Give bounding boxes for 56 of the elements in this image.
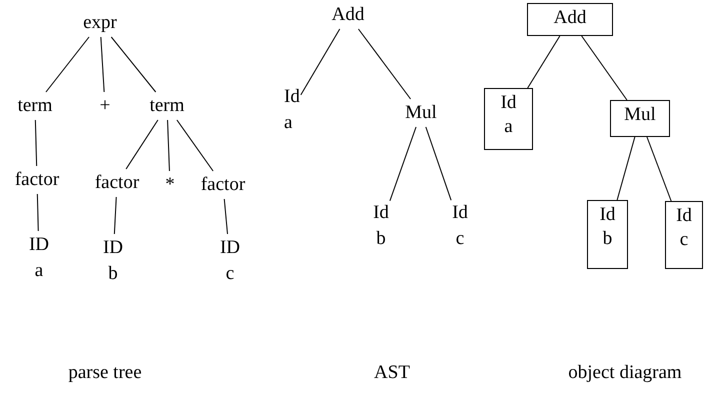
node-label: Id: [284, 85, 300, 109]
node-label: b: [107, 262, 119, 286]
tree-edge: [110, 36, 156, 92]
tree-node-label: expr: [83, 10, 117, 36]
node-label: c: [224, 262, 236, 286]
diagram-caption: AST: [374, 362, 410, 384]
node-label: Id: [675, 204, 693, 228]
tree-edge: [358, 28, 412, 100]
node-label: Add: [552, 6, 588, 30]
object-box: [527, 3, 613, 36]
node-label: Id: [452, 201, 468, 225]
diagram-caption: parse tree: [68, 362, 142, 384]
object-box: [587, 200, 628, 269]
object-box: [484, 88, 533, 150]
object-box: [665, 201, 703, 269]
tree-node-label: term: [150, 93, 184, 119]
tree-node-label: *: [165, 172, 175, 198]
node-label: Id: [500, 91, 518, 115]
node-label: Mul: [623, 103, 657, 127]
node-label: c: [454, 227, 466, 251]
tree-node-label: Add: [332, 2, 364, 28]
node-label: ID: [220, 236, 240, 260]
tree-edge: [100, 36, 105, 92]
tree-edge: [646, 136, 672, 202]
tree-node-label: +: [100, 93, 110, 119]
tree-edge: [176, 120, 214, 172]
tree-edge: [126, 120, 158, 170]
node-label: c: [678, 228, 690, 252]
node-label: a: [34, 259, 44, 283]
object-box: [610, 100, 670, 137]
node-label: b: [375, 227, 387, 251]
tree-node-label: factor: [200, 172, 246, 198]
tree-node-label: factor: [14, 167, 60, 193]
node-label: ID: [102, 236, 124, 260]
tree-edge: [300, 28, 340, 96]
tree-edge: [114, 196, 117, 234]
tree-edge: [224, 198, 228, 234]
node-label: Id: [598, 203, 616, 227]
tree-edge: [389, 126, 417, 202]
tree-node-label: factor: [94, 170, 140, 196]
tree-edge: [425, 126, 452, 201]
tree-edge: [616, 136, 636, 200]
tree-edge: [34, 120, 38, 166]
node-label: Id: [373, 201, 389, 225]
node-label: a: [284, 111, 294, 135]
tree-edge: [581, 36, 628, 100]
tree-node-label: Mul: [405, 100, 437, 126]
tree-edge: [167, 120, 170, 172]
diagram-caption: object diagram: [568, 362, 682, 384]
node-label: b: [602, 227, 614, 251]
tree-node-label: term: [18, 93, 52, 119]
node-label: a: [503, 115, 514, 139]
tree-edge: [36, 194, 39, 232]
tree-edge: [45, 36, 90, 92]
tree-edge: [527, 36, 560, 88]
node-label: ID: [28, 233, 50, 257]
